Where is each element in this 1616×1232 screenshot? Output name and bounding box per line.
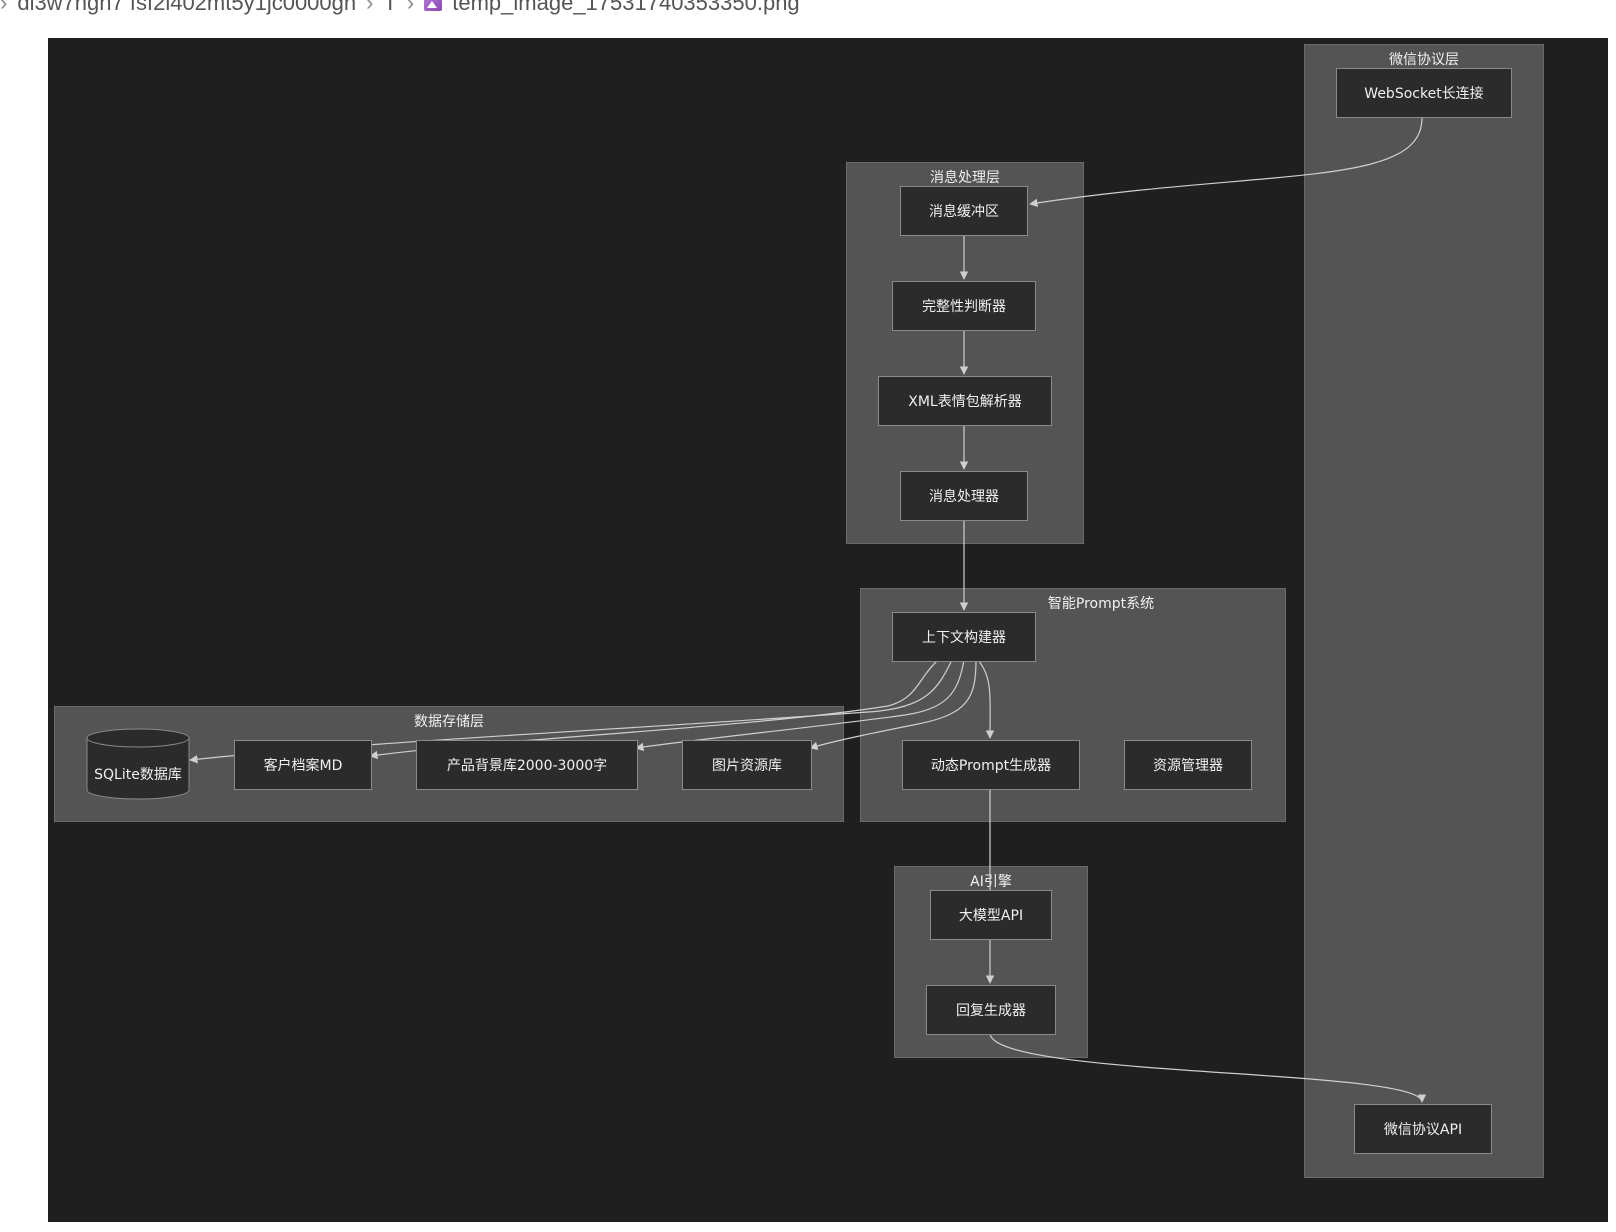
breadcrumb-filename[interactable]: temp_image_17531740353350.png xyxy=(452,0,800,15)
image-file-icon xyxy=(424,0,443,11)
node-image-resource-library[interactable]: 图片资源库 xyxy=(682,740,812,790)
breadcrumb-folder[interactable]: dl3w7ngn7 fsf2l402mt5y1jc0000gn xyxy=(17,0,357,15)
breadcrumb-folder-t[interactable]: T xyxy=(383,0,397,15)
node-websocket[interactable]: WebSocket长连接 xyxy=(1336,68,1512,118)
node-sqlite-database[interactable]: SQLite数据库 xyxy=(94,767,182,783)
chevron-right-icon: › xyxy=(406,0,415,15)
node-context-builder[interactable]: 上下文构建器 xyxy=(892,612,1036,662)
group-label: 消息处理层 xyxy=(930,170,1000,186)
group-label: AI引擎 xyxy=(970,874,1012,890)
chevron-right-icon: › xyxy=(0,0,8,15)
node-xml-sticker-parser[interactable]: XML表情包解析器 xyxy=(878,376,1052,426)
node-wechat-protocol-api[interactable]: 微信协议API xyxy=(1354,1104,1492,1154)
node-message-buffer[interactable]: 消息缓冲区 xyxy=(900,186,1028,236)
node-llm-api[interactable]: 大模型API xyxy=(930,890,1052,940)
breadcrumb: › dl3w7ngn7 fsf2l402mt5y1jc0000gn › T › … xyxy=(0,0,800,18)
diagram-canvas: 微信协议层 消息处理层 智能Prompt系统 数据存储层 AI引擎 xyxy=(48,38,1608,1222)
node-customer-profile-md[interactable]: 客户档案MD xyxy=(234,740,372,790)
group-label: 微信协议层 xyxy=(1389,52,1459,68)
edge-context-product xyxy=(635,659,965,752)
edge-context-image xyxy=(809,659,977,750)
node-resource-manager[interactable]: 资源管理器 xyxy=(1124,740,1252,790)
node-product-background-library[interactable]: 产品背景库2000-3000字 xyxy=(416,740,638,790)
node-message-processor[interactable]: 消息处理器 xyxy=(900,471,1028,521)
node-dynamic-prompt-generator[interactable]: 动态Prompt生成器 xyxy=(902,740,1080,790)
edge-reply-wechatapi xyxy=(989,1032,1427,1103)
group-label: 数据存储层 xyxy=(414,714,484,730)
group-wechat-protocol: 微信协议层 xyxy=(1304,44,1544,1178)
group-label: 智能Prompt系统 xyxy=(1047,596,1155,612)
edge-websocket-buffer xyxy=(1029,117,1423,208)
node-reply-generator[interactable]: 回复生成器 xyxy=(926,985,1056,1035)
chevron-right-icon: › xyxy=(366,0,374,15)
diagram-edges xyxy=(189,117,1427,1103)
database-icon[interactable] xyxy=(86,728,190,800)
edge-context-dynamic xyxy=(977,659,995,739)
node-completeness-checker[interactable]: 完整性判断器 xyxy=(892,281,1036,331)
